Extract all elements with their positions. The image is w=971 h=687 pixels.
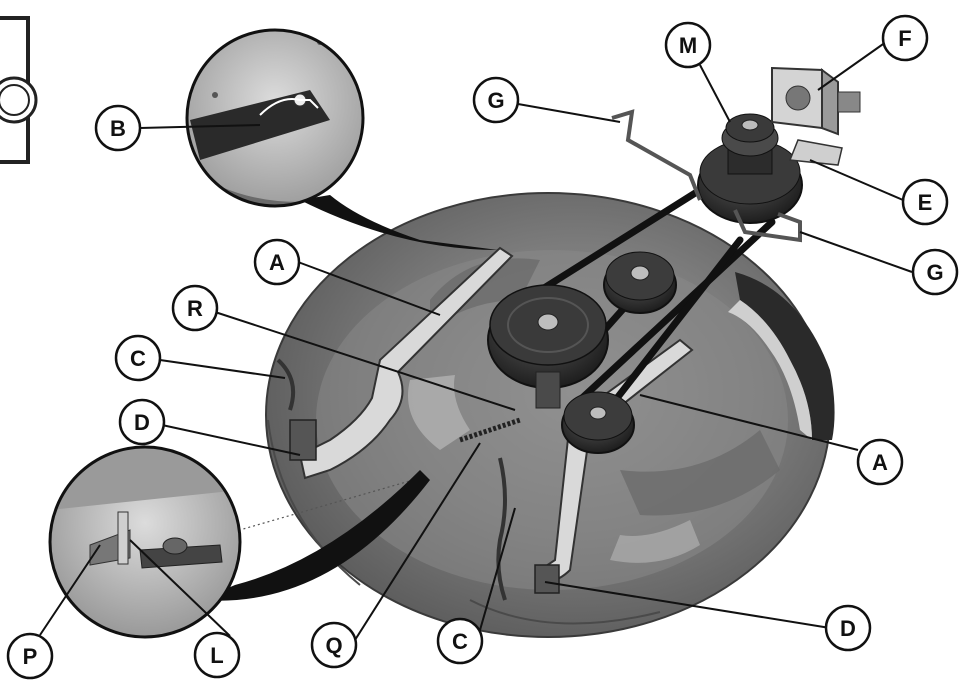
- adjustment-rod: [276, 358, 507, 601]
- callout-r: R: [171, 284, 219, 332]
- callout-label: C: [130, 346, 146, 371]
- callout-label: P: [23, 644, 38, 669]
- callout-c-left: C: [114, 334, 162, 382]
- callout-label: A: [269, 250, 285, 275]
- clutch-bracket: [771, 66, 861, 136]
- callout-d-right: D: [824, 604, 872, 652]
- callout-label: M: [679, 33, 697, 58]
- inset-detail-b: [185, 28, 498, 250]
- callout-g-top: G: [472, 76, 520, 124]
- callout-label: Q: [325, 633, 342, 658]
- callout-label: C: [452, 629, 468, 654]
- callout-label: G: [926, 260, 943, 285]
- edge-reference-box: [0, 16, 38, 164]
- callout-b: B: [94, 104, 142, 152]
- callout-l: L: [193, 631, 241, 679]
- callout-f: F: [881, 14, 929, 62]
- discharge-baffle: [728, 272, 835, 440]
- callout-label: D: [134, 410, 150, 435]
- callout-d-left: D: [118, 398, 166, 446]
- callout-label: F: [898, 26, 911, 51]
- callout-a-right: A: [856, 438, 904, 486]
- callout-m: M: [664, 21, 712, 69]
- leader-lines: [39, 41, 913, 641]
- cable-dashed: [204, 477, 421, 541]
- callout-g-right: G: [911, 248, 959, 296]
- callout-c-bottom: C: [436, 617, 484, 665]
- callout-label: G: [487, 88, 504, 113]
- idler-pulley-upper: [603, 251, 677, 314]
- inset-detail-pl: [48, 445, 430, 639]
- callout-label: E: [918, 190, 933, 215]
- tension-spring: [459, 417, 521, 443]
- callout-label: R: [187, 296, 203, 321]
- mounting-bracket: [788, 139, 843, 166]
- callout-a-left: A: [253, 238, 301, 286]
- engine-pulley-stack: [697, 113, 803, 224]
- callout-label: L: [210, 643, 223, 668]
- callout-q: Q: [310, 621, 358, 669]
- center-spindle-pulley: [487, 284, 609, 409]
- belt-guides: [611, 109, 802, 243]
- idler-pulley-lower: [561, 391, 635, 454]
- callout-p: P: [6, 632, 54, 680]
- callout-label: A: [872, 450, 888, 475]
- callout-e: E: [901, 178, 949, 226]
- callout-label: D: [840, 616, 856, 641]
- callout-label: B: [110, 116, 126, 141]
